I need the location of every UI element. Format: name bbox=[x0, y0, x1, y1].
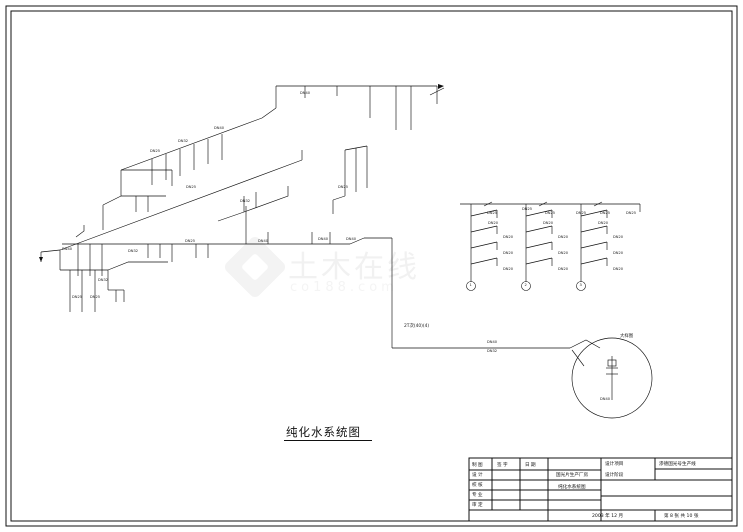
riser-label: DN25 bbox=[626, 211, 637, 215]
riser-label: DN20 bbox=[613, 251, 624, 255]
titleblock-row-label: 设 计 bbox=[472, 473, 483, 478]
pipe-label: DN40 bbox=[300, 91, 311, 95]
riser-label: DN20 bbox=[503, 267, 514, 271]
pipe-label: DN40 bbox=[318, 237, 329, 241]
riser-label: DN20 bbox=[613, 235, 624, 239]
riser-label: DN25 bbox=[576, 211, 587, 215]
pipe-label: DN32 bbox=[178, 139, 189, 143]
page-title: 纯化水系统图 bbox=[286, 425, 361, 439]
riser-label: DN25 bbox=[487, 211, 498, 215]
pipe-label: DN40 bbox=[214, 126, 225, 130]
titleblock-row-label: 专 业 bbox=[472, 493, 483, 498]
riser-label: DN20 bbox=[613, 267, 624, 271]
riser-label: DN25 bbox=[545, 211, 556, 215]
titleblock-design-project-value: 渗德国光号生产线 bbox=[659, 462, 696, 467]
detail-bubble-pipe-label: DN40 bbox=[600, 397, 611, 401]
titleblock-date: 2003 年 12 月 bbox=[592, 514, 624, 519]
titleblock-row-label: 校 核 bbox=[472, 483, 483, 488]
riser-label: DN20 bbox=[488, 221, 499, 225]
riser-label: DN20 bbox=[503, 251, 514, 255]
pipe-label: DN32 bbox=[487, 349, 498, 353]
pipe-label: DN40 bbox=[487, 340, 498, 344]
pipe-label: DN25 bbox=[186, 185, 197, 189]
pipe-label: DN25 bbox=[338, 185, 349, 189]
pipe-label: DN25 bbox=[72, 295, 83, 299]
riser-label: DN20 bbox=[558, 267, 569, 271]
titleblock-header: 日 期 bbox=[525, 463, 536, 468]
riser-tag: 2 bbox=[524, 283, 527, 287]
title-underline bbox=[284, 440, 372, 441]
pipe-label: DN25 bbox=[150, 149, 161, 153]
pipe-label: DN40 bbox=[62, 247, 73, 251]
titleblock-row-label: 制 图 bbox=[472, 463, 483, 468]
pipe-label: DN32 bbox=[98, 278, 109, 282]
pipe-label: 2T次(40)(4) bbox=[404, 324, 430, 329]
titleblock-sheet-number: 第 8 张 共 10 张 bbox=[664, 514, 699, 519]
riser-label: DN20 bbox=[503, 235, 514, 239]
pipe-label: DN40 bbox=[258, 239, 269, 243]
pipe-label: DN32 bbox=[128, 249, 139, 253]
pipe-label: DN40 bbox=[346, 237, 357, 241]
pipe-label: DN32 bbox=[240, 199, 251, 203]
riser-label: DN20 bbox=[598, 221, 609, 225]
riser-label: DN25 bbox=[600, 211, 611, 215]
riser-tag: 1 bbox=[469, 283, 472, 287]
titleblock-header: 签 字 bbox=[497, 463, 508, 468]
pipe-label: DN25 bbox=[90, 295, 101, 299]
pipe-label: DN25 bbox=[185, 239, 196, 243]
titleblock-design-stage-label: 设计阶段 bbox=[605, 473, 624, 478]
titleblock-project-title-line1: 国光片生产厂房 bbox=[556, 473, 589, 478]
riser-label: DN20 bbox=[558, 235, 569, 239]
titleblock-design-project-label: 设计项目 bbox=[605, 462, 624, 467]
riser-label: DN25 bbox=[522, 207, 533, 211]
detail-bubble-label: 大样图 bbox=[620, 334, 634, 339]
titleblock-project-title-line2: 纯化水系统图 bbox=[558, 485, 586, 490]
riser-label: DN20 bbox=[543, 221, 554, 225]
titleblock-row-label: 审 定 bbox=[472, 503, 483, 508]
riser-tag: 3 bbox=[579, 283, 582, 287]
riser-label: DN20 bbox=[558, 251, 569, 255]
